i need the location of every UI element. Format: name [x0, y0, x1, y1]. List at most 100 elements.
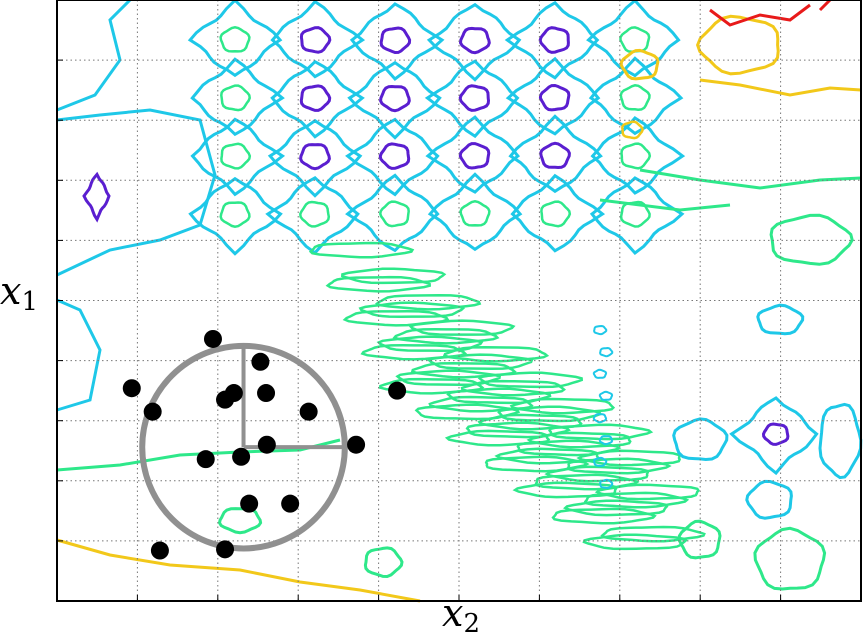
contour-low: [504, 0, 600, 80]
contour-low: [586, 0, 681, 78]
contour-low: [745, 479, 793, 520]
data-point: [143, 402, 162, 421]
contour-low: [672, 417, 729, 462]
contour-mid: [442, 345, 550, 363]
contour-low: [270, 59, 365, 139]
contour-low: [427, 172, 523, 252]
contour-highest: [709, 0, 832, 27]
contour-low: [589, 176, 685, 256]
contour-mid: [544, 465, 650, 483]
plot-frame: [56, 0, 862, 602]
neighborhood-overlay: [139, 342, 348, 552]
contour-mid: [217, 507, 263, 535]
contour-lowest: [299, 143, 331, 171]
contour-high: [695, 14, 780, 76]
data-point: [281, 494, 300, 513]
contour-low: [588, 56, 684, 136]
contour-mid: [299, 200, 331, 228]
contour-low: [187, 0, 283, 78]
x-axis-label: x2: [442, 591, 480, 639]
contour-mid: [582, 533, 688, 551]
contour-lowest: [538, 83, 571, 112]
contour-mid: [600, 525, 706, 543]
data-point: [251, 352, 270, 371]
data-point: [203, 329, 222, 348]
contour-low: [345, 117, 440, 197]
contour-low: [349, 2, 445, 82]
contour-lowest: [458, 142, 491, 170]
contour-mid: [497, 405, 603, 423]
contour-low: [593, 324, 608, 336]
data-point: [224, 384, 243, 403]
contour-mid: [358, 301, 466, 318]
contour-mid: [219, 201, 251, 228]
contour-low: [424, 59, 520, 139]
contour-mid: [526, 431, 632, 449]
contour-mid: [583, 491, 690, 509]
contour-low: [593, 456, 608, 468]
contour-mid: [619, 26, 651, 54]
contour-mid: [753, 526, 827, 591]
grid-lines: [57, 0, 861, 601]
contour-mid: [619, 84, 651, 111]
contour-lowest: [299, 26, 332, 54]
contour-mid: [769, 213, 854, 266]
contour-layer: [56, 0, 863, 603]
contour-lowest: [458, 26, 491, 55]
data-point: [196, 450, 215, 469]
contour-mid: [551, 507, 657, 525]
contour-mid: [540, 200, 572, 228]
contour-lowest: [538, 26, 570, 54]
contour-low: [426, 2, 522, 82]
data-points: [122, 329, 407, 560]
contour-mid: [374, 293, 482, 311]
contour-low: [599, 478, 614, 490]
contour-mid: [379, 200, 410, 228]
contour-low: [505, 56, 601, 136]
contour-lowest: [378, 142, 411, 170]
contour-mid: [392, 328, 500, 345]
y-axis-label: x1: [0, 269, 38, 317]
contour-low: [592, 413, 608, 424]
data-point: [150, 541, 169, 560]
contour-mid: [460, 379, 567, 397]
contour-low: [345, 173, 440, 253]
data-point: [240, 494, 259, 513]
data-point: [347, 435, 366, 454]
data-point: [257, 384, 276, 403]
contour-mid: [219, 26, 251, 53]
contour-mid: [594, 483, 700, 501]
contour-high: [699, 78, 862, 97]
contour-low: [265, 175, 360, 255]
data-point: [257, 435, 276, 454]
contour-low: [267, 118, 363, 198]
contour-lowest: [299, 84, 332, 112]
contour-mid: [459, 200, 491, 227]
contour-mid: [363, 546, 404, 579]
contour-mid: [408, 319, 516, 336]
contour-mid: [308, 241, 415, 259]
contour-mid: [619, 200, 651, 228]
data-point: [216, 540, 235, 559]
contour-lowest: [458, 84, 491, 112]
contour-mid: [220, 142, 252, 170]
contour-lowest: [539, 141, 571, 170]
contour-low: [510, 173, 606, 253]
contour-low: [508, 114, 603, 194]
contour-mid: [567, 457, 672, 475]
contour-low-region: [56, 0, 217, 412]
contour-low: [188, 176, 283, 256]
contour-low: [599, 346, 614, 358]
data-point: [122, 379, 141, 398]
contour-mid: [548, 423, 654, 441]
contour-mid: [563, 499, 669, 517]
contour-mid: [340, 267, 447, 285]
contour-low: [270, 0, 366, 79]
contour-low: [190, 57, 285, 137]
contour-mid: [620, 142, 652, 170]
contour-low: [756, 303, 805, 336]
contour-high: [621, 120, 644, 140]
data-point: [232, 447, 251, 466]
contour-mid: [677, 519, 722, 560]
contour-mid: [477, 371, 584, 389]
